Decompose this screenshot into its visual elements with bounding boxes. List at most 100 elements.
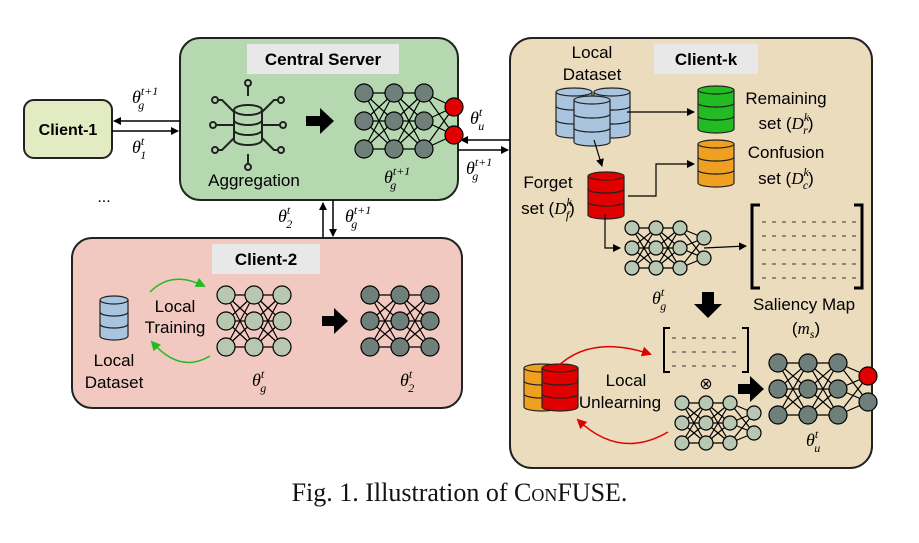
arrow-forget-to-confusion [628, 160, 695, 197]
local-training-label-line1: Local [155, 297, 196, 316]
network-node [414, 83, 434, 103]
client2-global-network [216, 285, 292, 357]
network-node [624, 220, 640, 236]
server-model-network [354, 83, 464, 159]
client2-dataset-icon [99, 295, 129, 341]
network-node [698, 395, 714, 411]
local-unlearning-arrow-top [555, 345, 652, 369]
saliency-label-line2: (ms) [792, 319, 820, 341]
network-node [244, 285, 264, 305]
forget-label-line1: Forget [523, 173, 572, 192]
clientk-unlearning-network [674, 395, 762, 451]
network-node [390, 285, 410, 305]
network-node [672, 240, 688, 256]
network-node [354, 111, 374, 131]
network-node [216, 337, 236, 357]
network-node [216, 285, 236, 305]
client-1-title: Client-1 [39, 122, 98, 139]
client-1-panel [23, 99, 113, 159]
saliency-map-matrix [750, 203, 864, 290]
saliency-down-arrow [694, 292, 722, 318]
clientk-global-network [624, 220, 712, 276]
central-server-title-tag [247, 44, 399, 74]
network-node [828, 379, 848, 399]
network-node [354, 139, 374, 159]
network-node [272, 337, 292, 357]
network-node [624, 240, 640, 256]
arrow-network-to-saliency [703, 242, 747, 251]
network-node [858, 392, 878, 412]
unlearning-dataset-icon [523, 363, 579, 412]
saliency-mask-matrix [663, 327, 749, 373]
client-2-title: Client-2 [235, 250, 297, 269]
clientk-dataset-label-line2: Dataset [563, 65, 622, 84]
clientk-flow-arrow [738, 376, 764, 402]
multiply-symbol: ⊗ [699, 376, 712, 393]
network-node [746, 425, 762, 441]
network-node [698, 415, 714, 431]
network-node [390, 337, 410, 357]
network-node [244, 337, 264, 357]
clientk-unlearned-network [768, 353, 878, 425]
local-unlearning-label-line1: Local [606, 371, 647, 390]
confusion-set-icon [697, 139, 735, 188]
network-node [420, 285, 440, 305]
local-training-arrow-bottom [150, 340, 211, 364]
saliency-label-line1: Saliency Map [753, 295, 855, 314]
network-node [272, 311, 292, 331]
aggregation-label: Aggregation [208, 171, 300, 190]
server-flow-arrow [306, 108, 334, 134]
network-node [384, 139, 404, 159]
network-node [696, 250, 712, 266]
network-node [768, 353, 788, 373]
arrow-forget-to-network [604, 214, 621, 252]
network-node [672, 220, 688, 236]
network-node [648, 240, 664, 256]
network-node [420, 311, 440, 331]
network-node [858, 366, 878, 386]
aggregation-icon [209, 79, 287, 171]
client2-dataset-label-line1: Local [94, 351, 135, 370]
network-node [768, 379, 788, 399]
network-node [648, 220, 664, 236]
network-node [272, 285, 292, 305]
network-node [798, 353, 818, 373]
network-node [648, 260, 664, 276]
confusion-label-line1: Confusion [748, 143, 825, 162]
remaining-set-icon [697, 85, 735, 134]
network-node [798, 379, 818, 399]
network-node [722, 395, 738, 411]
remaining-label-line1: Remaining [745, 89, 826, 108]
network-node [674, 435, 690, 451]
network-node [414, 111, 434, 131]
network-node [390, 311, 410, 331]
arrow-dataset-to-forget [593, 139, 604, 167]
network-node [798, 405, 818, 425]
client-2-title-tag [212, 244, 320, 274]
network-node [360, 337, 380, 357]
network-node [624, 260, 640, 276]
network-node [722, 435, 738, 451]
network-node [384, 111, 404, 131]
network-node [444, 125, 464, 145]
network-node [698, 435, 714, 451]
network-node [828, 353, 848, 373]
client2-flow-arrow [322, 308, 348, 334]
local-training-arrow-top [149, 277, 206, 293]
clientk-dataset-icon [555, 87, 631, 147]
local-unlearning-label-line2: Unlearning [579, 393, 661, 412]
network-node [444, 97, 464, 117]
network-node [420, 337, 440, 357]
network-node [360, 285, 380, 305]
